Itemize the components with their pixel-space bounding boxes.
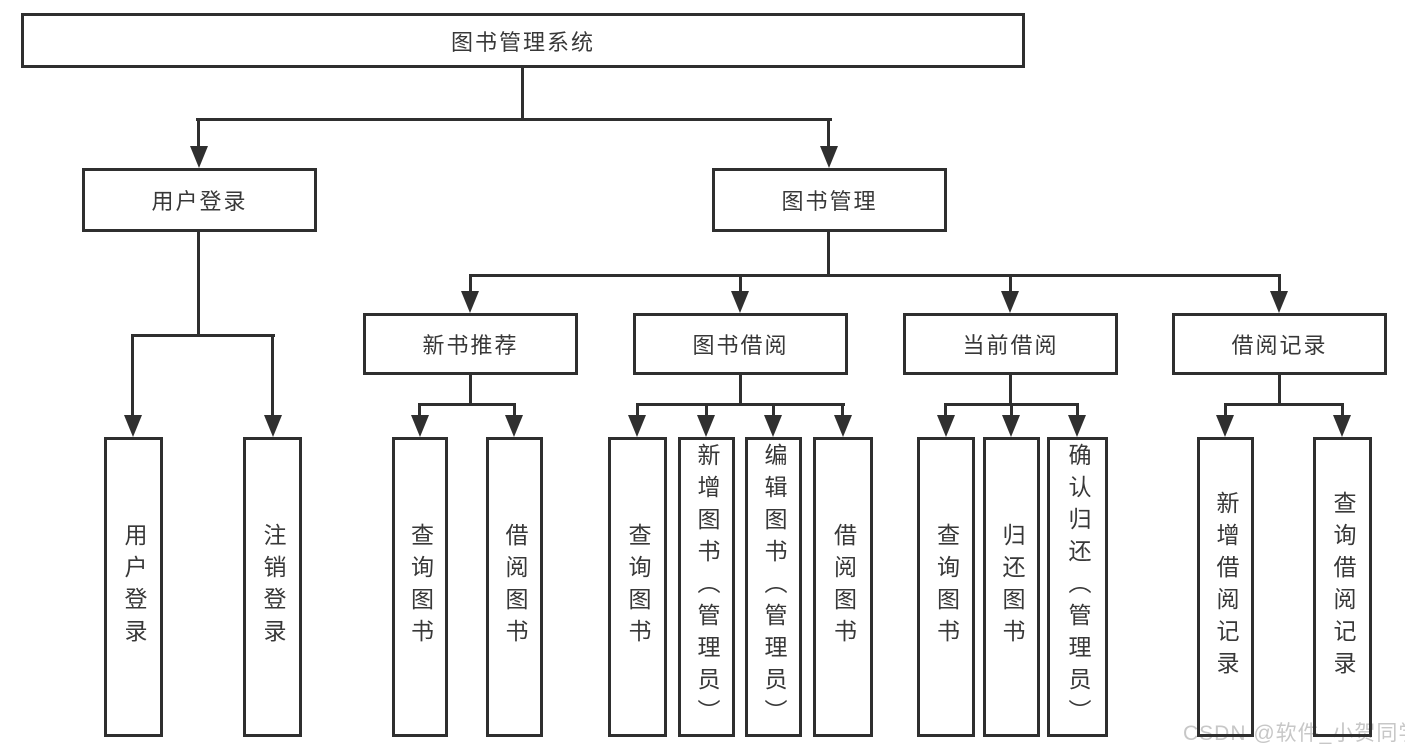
arrow-down-icon — [264, 415, 282, 437]
arrow-down-icon — [1333, 415, 1351, 437]
arrow-down-icon — [764, 415, 782, 437]
leaf-label: 查询图书 — [407, 523, 434, 651]
connector-line — [469, 274, 472, 295]
leaf-label: 用户登录 — [121, 523, 147, 651]
arrow-down-icon — [505, 415, 523, 437]
node-root: 图书管理系统 — [21, 13, 1025, 68]
connector-line — [1224, 403, 1227, 419]
connector-line — [705, 403, 708, 419]
connector-line — [841, 403, 844, 419]
leaf-label: 借阅图书 — [502, 523, 528, 651]
connector-line — [739, 274, 742, 295]
leaf-borrow-book-1: 借阅图书 — [486, 437, 543, 737]
connector-line — [513, 403, 516, 419]
leaf-label: 编辑图书（管理员） — [761, 443, 787, 731]
node-borrow-record: 借阅记录 — [1172, 313, 1387, 375]
connector-line — [131, 334, 275, 337]
leaf-label: 归还图书 — [999, 523, 1025, 651]
node-current-borrow: 当前借阅 — [903, 313, 1118, 375]
leaf-add-borrow-record: 新增借阅记录 — [1197, 437, 1254, 737]
node-user-login-group: 用户登录 — [82, 168, 317, 232]
leaf-user-login: 用户登录 — [104, 437, 163, 737]
leaf-label: 确认归还（管理员） — [1065, 443, 1091, 731]
leaf-label: 查询借阅记录 — [1330, 491, 1356, 683]
leaf-label: 查询图书 — [625, 523, 651, 651]
node-root-label: 图书管理系统 — [450, 29, 595, 55]
arrow-down-icon — [1002, 415, 1020, 437]
connector-line — [271, 334, 274, 419]
connector-line — [739, 375, 742, 406]
connector-line — [1009, 274, 1012, 295]
connector-line — [827, 232, 830, 277]
connector-line — [636, 403, 845, 406]
leaf-logout: 注销登录 — [243, 437, 302, 737]
connector-line — [772, 403, 775, 419]
connector-line — [636, 403, 639, 419]
connector-line — [1278, 274, 1281, 295]
connector-line — [1224, 403, 1344, 406]
connector-line — [197, 232, 200, 337]
leaf-return-book: 归还图书 — [983, 437, 1040, 737]
leaf-label: 注销登录 — [260, 523, 286, 651]
leaf-confirm-return-admin: 确认归还（管理员） — [1047, 437, 1108, 737]
connector-line — [1341, 403, 1344, 419]
leaf-query-book-3: 查询图书 — [917, 437, 975, 737]
csdn-watermark: CSDN @软件_小贺同学 — [1183, 722, 1405, 745]
arrow-down-icon — [820, 146, 838, 168]
leaf-query-borrow-record: 查询借阅记录 — [1313, 437, 1372, 737]
arrow-down-icon — [834, 415, 852, 437]
connector-line — [1009, 375, 1012, 406]
arrow-down-icon — [731, 291, 749, 313]
arrow-down-icon — [411, 415, 429, 437]
arrow-down-icon — [937, 415, 955, 437]
arrow-down-icon — [461, 291, 479, 313]
leaf-query-book-2: 查询图书 — [608, 437, 667, 737]
leaf-borrow-book-2: 借阅图书 — [813, 437, 873, 737]
node-label: 用户登录 — [151, 189, 248, 214]
connector-line — [1010, 403, 1013, 419]
node-label: 当前借阅 — [962, 333, 1059, 358]
connector-line — [521, 68, 524, 121]
node-new-book-recommend: 新书推荐 — [363, 313, 578, 375]
connector-line — [196, 118, 832, 121]
node-label: 借阅记录 — [1231, 333, 1328, 358]
leaf-edit-book-admin: 编辑图书（管理员） — [745, 437, 802, 737]
arrow-down-icon — [697, 415, 715, 437]
connector-line — [469, 274, 1281, 277]
arrow-down-icon — [1270, 291, 1288, 313]
node-book-borrow: 图书借阅 — [633, 313, 848, 375]
connector-line — [131, 334, 134, 419]
node-label: 图书借阅 — [692, 333, 789, 358]
leaf-label: 新增借阅记录 — [1213, 491, 1239, 683]
connector-line — [944, 403, 947, 419]
arrow-down-icon — [628, 415, 646, 437]
node-label: 新书推荐 — [422, 333, 519, 358]
connector-line — [469, 375, 472, 406]
arrow-down-icon — [190, 146, 208, 168]
connector-line — [1076, 403, 1079, 419]
connector-line — [197, 118, 200, 150]
leaf-label: 借阅图书 — [830, 523, 857, 651]
connector-line — [418, 403, 421, 419]
arrow-down-icon — [1068, 415, 1086, 437]
leaf-query-book-1: 查询图书 — [392, 437, 448, 737]
connector-line — [418, 403, 516, 406]
connector-line — [1278, 375, 1281, 406]
node-book-management: 图书管理 — [712, 168, 947, 232]
arrow-down-icon — [124, 415, 142, 437]
leaf-label: 查询图书 — [933, 523, 960, 651]
connector-line — [827, 118, 830, 150]
leaf-add-book-admin: 新增图书（管理员） — [678, 437, 735, 737]
node-label: 图书管理 — [781, 189, 878, 214]
arrow-down-icon — [1001, 291, 1019, 313]
leaf-label: 新增图书（管理员） — [694, 443, 720, 731]
arrow-down-icon — [1216, 415, 1234, 437]
